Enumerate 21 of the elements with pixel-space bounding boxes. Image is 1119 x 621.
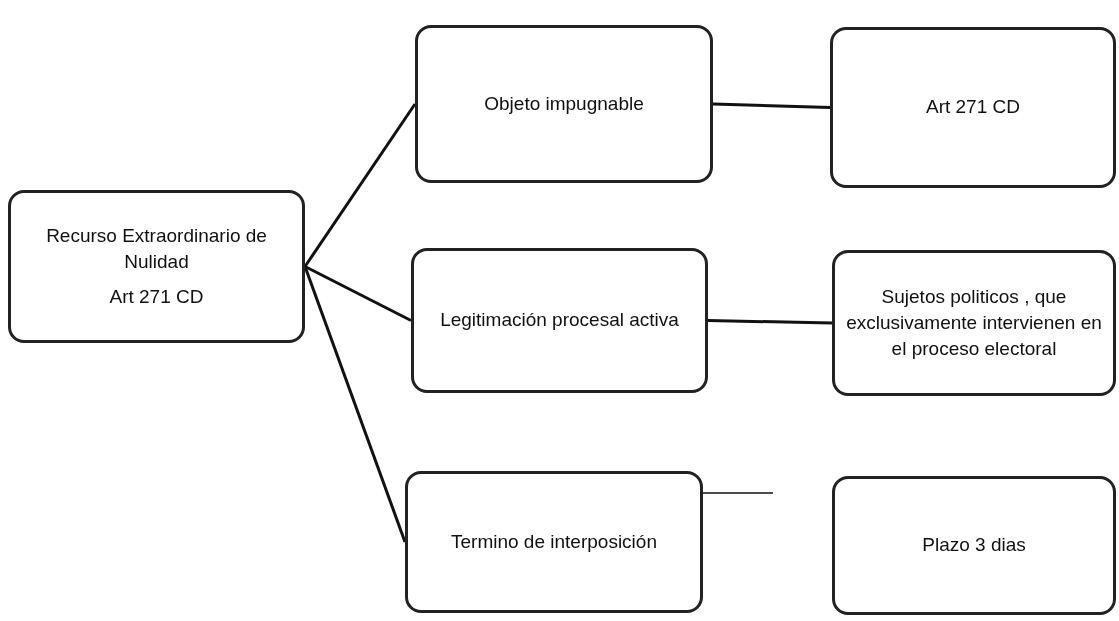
- box-text: Objeto impugnable: [484, 91, 644, 116]
- connector-line: [304, 265, 412, 322]
- connector-line: [712, 102, 831, 109]
- rounded-box: [832, 476, 1116, 615]
- box-text: Art 271 CD: [109, 284, 204, 309]
- rounded-box: [415, 25, 713, 183]
- box-text: Recurso Extraordinario de Nulidad: [45, 224, 268, 275]
- connector-line: [303, 103, 417, 268]
- rounded-box: [830, 27, 1116, 188]
- connector-line: [702, 492, 774, 494]
- rounded-box: [8, 190, 305, 343]
- box-text: Plazo 3 dias: [922, 533, 1026, 558]
- rounded-box: [411, 248, 708, 393]
- box-text: Art 271 CD: [926, 95, 1020, 120]
- box-text: Sujetos politicos , que exclusivamente intervienen en el proceso electoral: [845, 284, 1103, 362]
- connector-line: [707, 319, 833, 325]
- box-text: Legitimación procesal activa: [440, 308, 679, 333]
- connector-line: [303, 266, 407, 543]
- rounded-box: [832, 250, 1116, 396]
- box-text: Termino de interposición: [451, 529, 657, 554]
- rounded-box: [405, 471, 703, 613]
